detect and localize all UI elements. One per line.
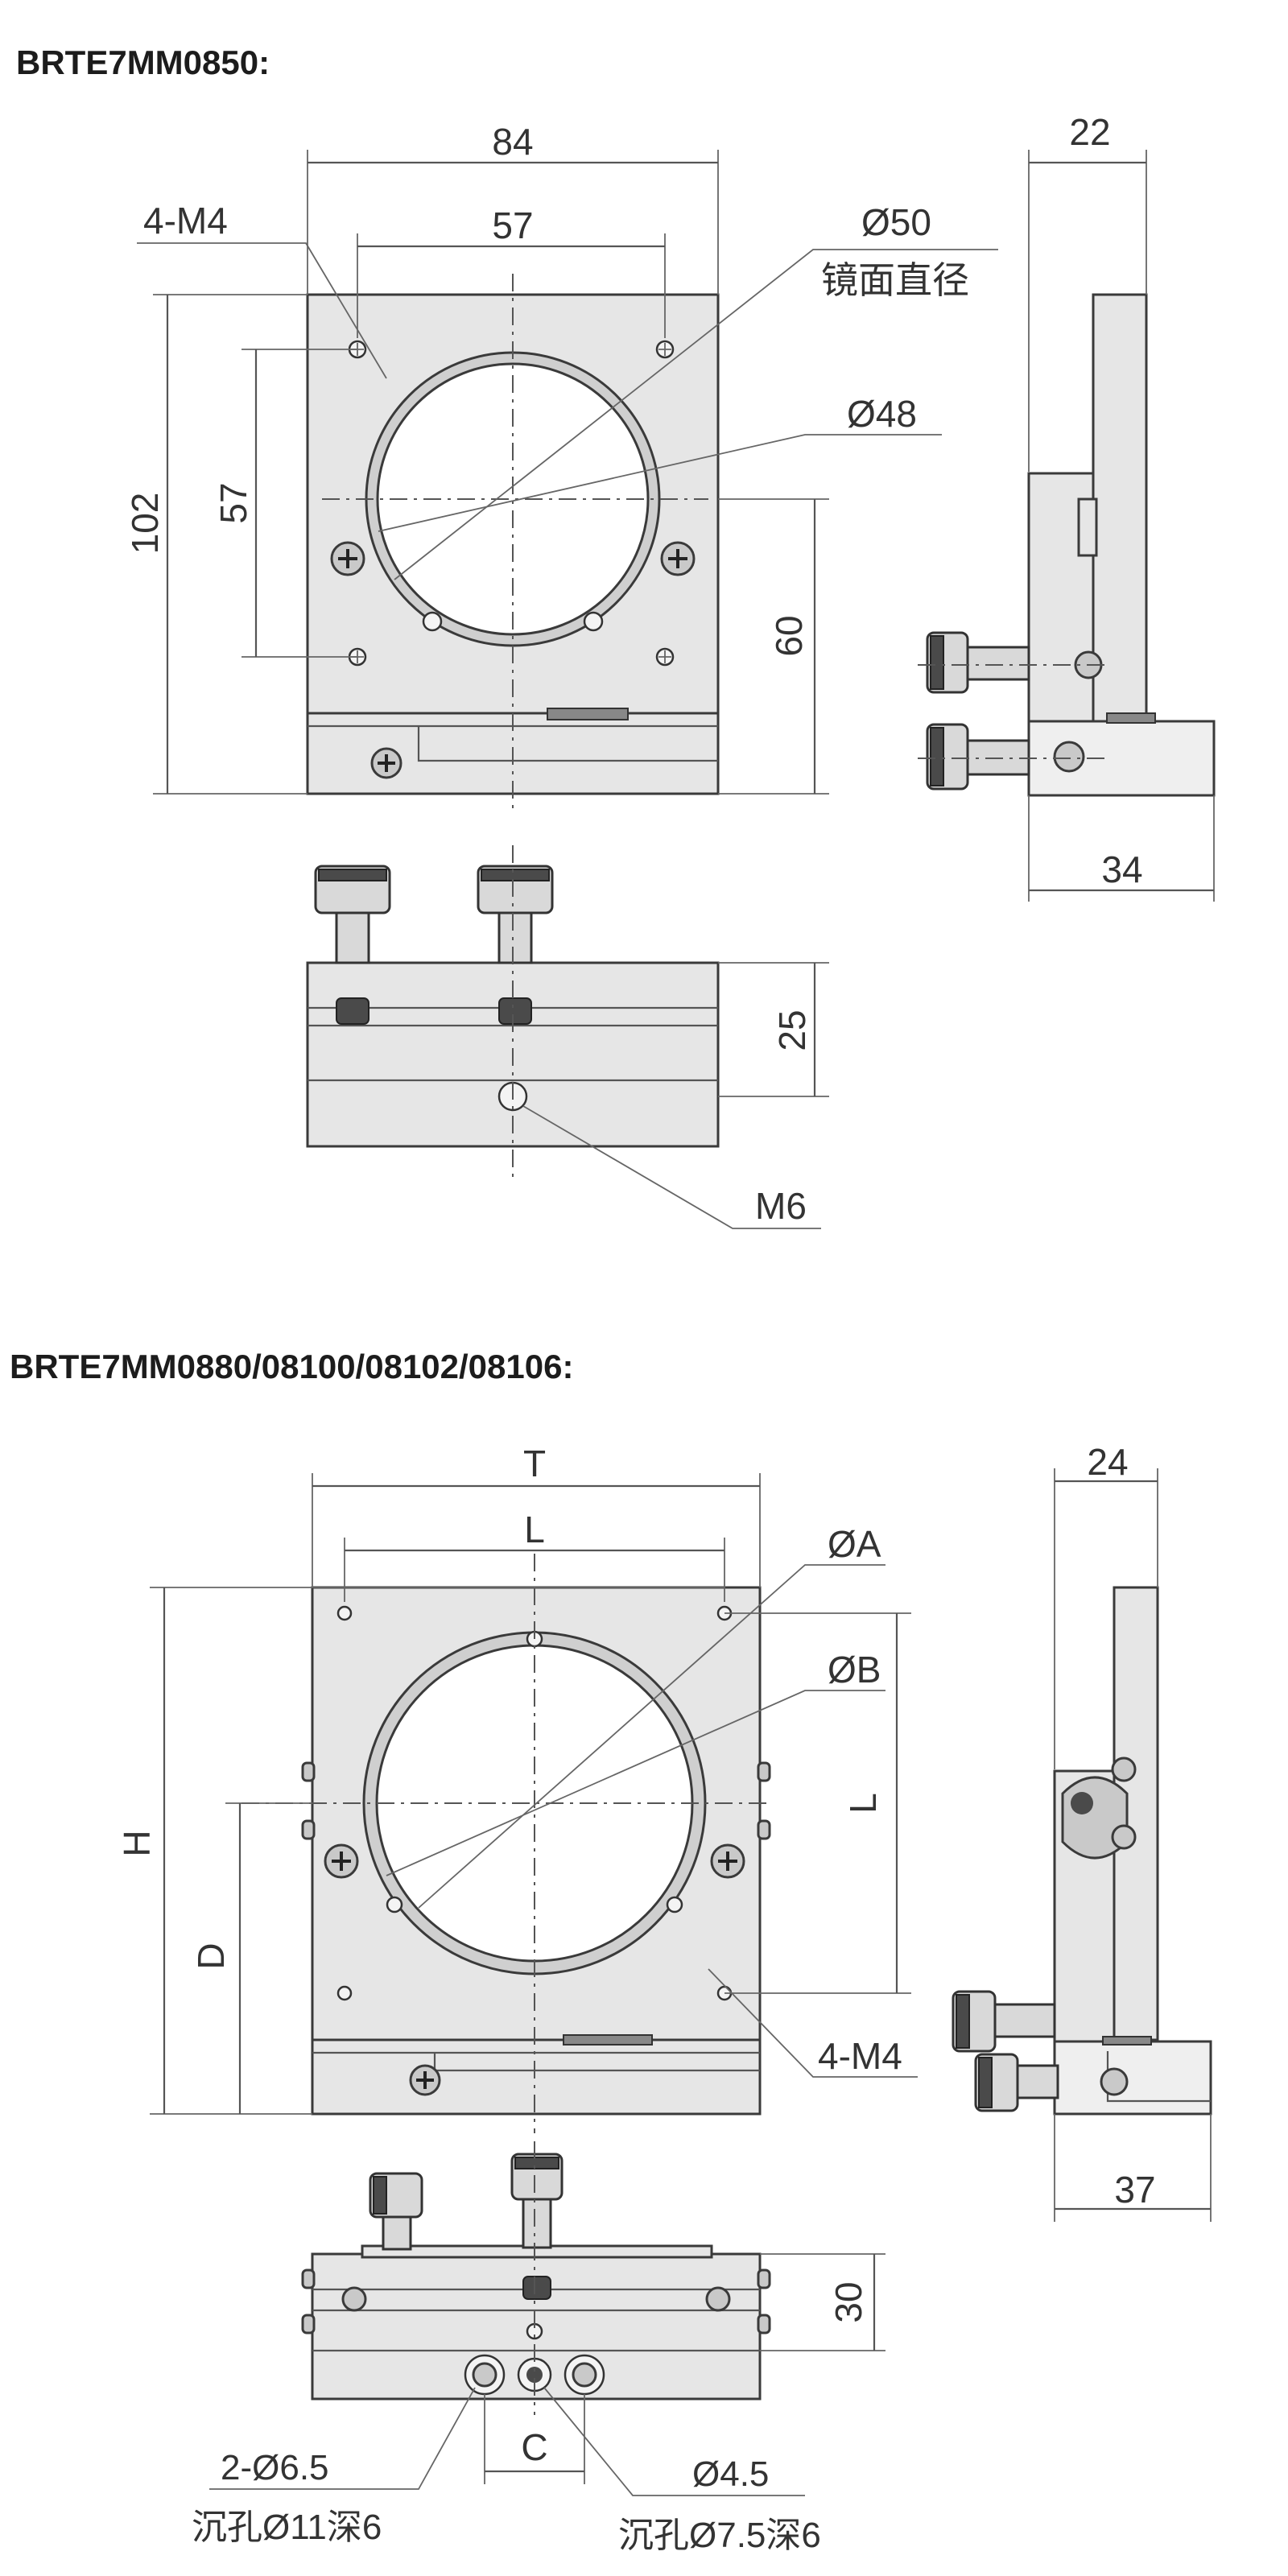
- dim-height: 102: [124, 493, 166, 555]
- base-block: [311, 2038, 762, 2116]
- dim-spacing: C: [521, 2426, 547, 2468]
- section1-title: BRTE7MM0850:: [16, 43, 270, 81]
- dim-center-height: D: [190, 1942, 232, 1969]
- label-optic-diameter: ØB: [828, 1649, 881, 1690]
- label-optic-diameter: Ø48: [847, 393, 917, 435]
- dim-hole-spacing-y: L: [842, 1793, 884, 1814]
- dim-side-thickness: 22: [1069, 111, 1110, 153]
- dim-hole-spacing-x: L: [524, 1509, 545, 1550]
- dim-side-thickness: 24: [1087, 1441, 1128, 1483]
- section1-side-view: 22 34: [918, 111, 1216, 902]
- label-counterbore-1-line2: 沉孔Ø11深6: [192, 2508, 382, 2547]
- section2-title: BRTE7MM0880/08100/08102/08106:: [10, 1348, 573, 1385]
- label-clear-aperture: ØA: [828, 1523, 881, 1565]
- dim-hole-spacing-x: 57: [492, 204, 533, 246]
- label-counterbore-1-line1: 2-Ø6.5: [221, 2448, 329, 2487]
- cross-recess-screw-icon: [301, 1761, 771, 2096]
- dim-side-depth: 34: [1101, 848, 1142, 890]
- dim-center-height: 60: [768, 615, 810, 656]
- label-counterbore-2-line1: Ø4.5: [692, 2454, 769, 2494]
- mirror-aperture: [376, 362, 650, 636]
- side-base: [1053, 2040, 1212, 2116]
- dim-height: H: [116, 1830, 158, 1856]
- dim-base-height: 25: [771, 1009, 813, 1051]
- section1-front-view: 84 57 102 57 60 4-M4 Ø50 镜面直径 Ø48: [124, 121, 998, 813]
- adjuster-knob-icon: [314, 865, 554, 1025]
- cross-recess-screw-icon: [330, 541, 696, 779]
- label-clear-aperture-note: 镜面直径: [821, 259, 969, 301]
- label-counterbore-2-line2: 沉孔Ø7.5深6: [618, 2516, 821, 2555]
- label-clear-aperture: Ø50: [861, 201, 931, 243]
- dim-width: 84: [492, 121, 533, 163]
- adjuster-knob-icon: [369, 2153, 564, 2300]
- side-plate: [1092, 293, 1148, 723]
- dim-base-height: 30: [828, 2281, 869, 2322]
- dim-hole-spacing-y: 57: [213, 482, 254, 523]
- dim-side-depth: 37: [1114, 2169, 1155, 2211]
- label-mount-holes: 4-M4: [818, 2035, 902, 2077]
- section2-side-view: 24 37: [952, 1441, 1212, 2222]
- cross-recess-screw-icon: [301, 2268, 771, 2334]
- dim-width: T: [523, 1443, 546, 1484]
- label-thread: M6: [755, 1185, 807, 1227]
- adjuster-knob-icon: [952, 1990, 1129, 2112]
- label-mount-holes: 4-M4: [143, 200, 228, 242]
- section1-bottom-view: 25 M6: [306, 845, 829, 1229]
- section2-front-view: T L H D L ØA ØB 4-M4: [116, 1443, 918, 2133]
- section2-bottom-view: 30 C 2-Ø6.5 沉孔Ø11深6 Ø4.5 沉孔Ø7.5深6: [192, 2141, 886, 2555]
